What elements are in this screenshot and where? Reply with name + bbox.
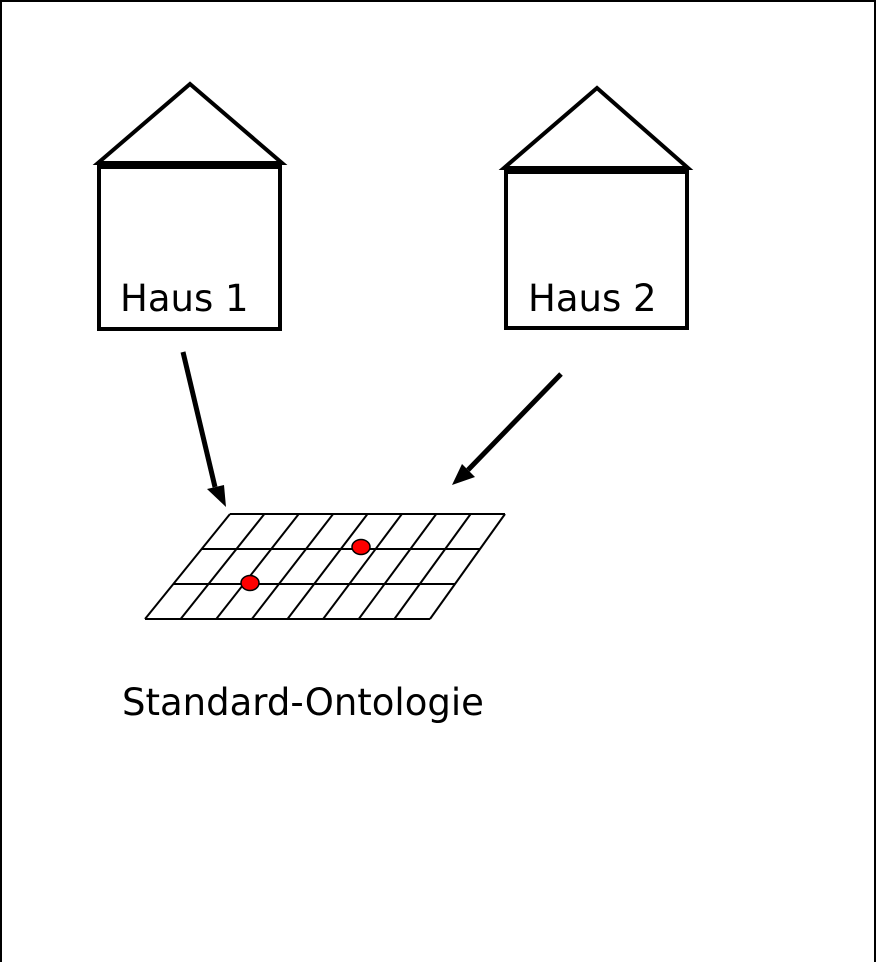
grid-column-line <box>357 513 438 620</box>
house-2-label: Haus 2 <box>528 277 657 320</box>
grid-column-line <box>215 513 300 620</box>
house-2-body <box>504 170 689 330</box>
grid-column-line <box>393 513 472 620</box>
grid-column-line <box>179 513 266 620</box>
ontology-grid <box>144 513 506 620</box>
house-1 <box>92 81 288 331</box>
grid-column-line <box>251 513 334 620</box>
house-2 <box>498 85 694 330</box>
grid-column-line <box>322 513 403 620</box>
arrow-haus-2-to-ontology <box>452 372 563 485</box>
grid-column-line <box>286 513 369 620</box>
grid-column-line <box>144 513 231 620</box>
ontology-points <box>240 538 371 592</box>
house-2-roof <box>498 85 694 170</box>
ontology-label: Standard-Ontologie <box>122 681 484 724</box>
house-1-label: Haus 1 <box>120 277 249 320</box>
grid-column-line <box>429 513 506 620</box>
ontology-point <box>240 574 260 592</box>
ontology-point <box>351 538 371 556</box>
house-1-roof <box>92 81 288 165</box>
arrow-haus-1-to-ontology <box>180 351 226 507</box>
house-1-body <box>97 165 282 331</box>
